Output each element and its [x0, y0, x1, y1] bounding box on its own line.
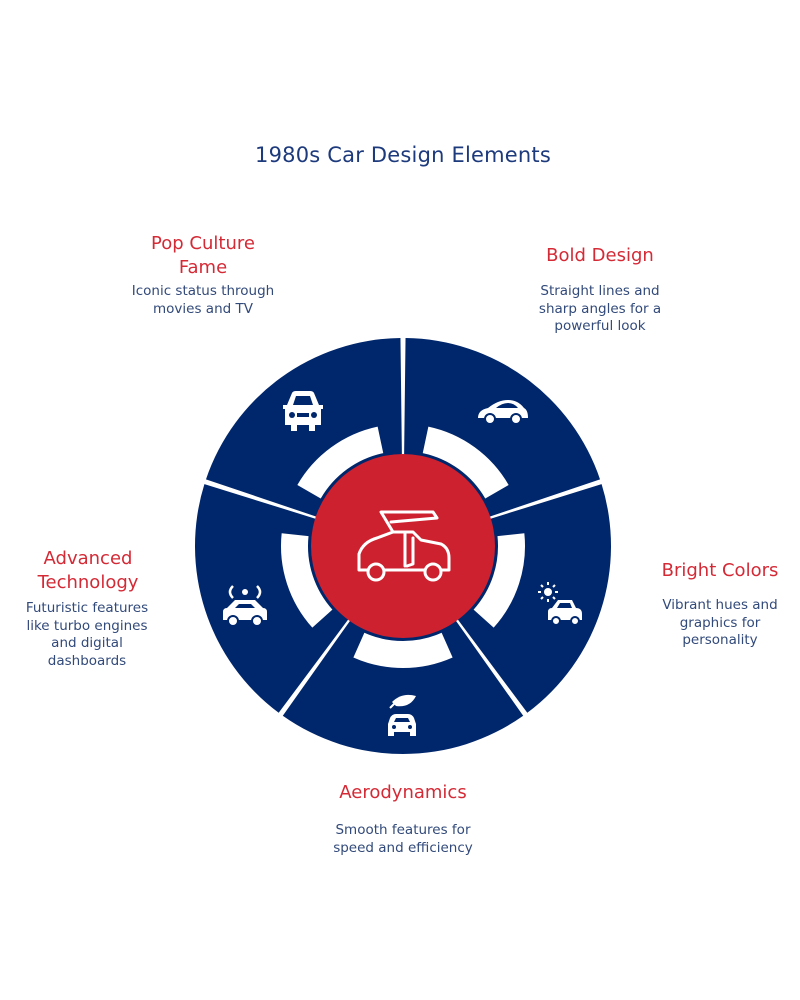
item-title-bright-colors: Bright Colors — [661, 560, 779, 581]
inner-arc-bold-design — [422, 426, 509, 499]
item-title-advanced-technology: Advanced Technology — [37, 548, 139, 593]
sports-car-icon — [478, 400, 528, 425]
item-title-bold-design: Bold Design — [546, 245, 654, 266]
item-title-pop-culture: Pop Culture Fame — [151, 233, 255, 278]
leaf-car-icon — [388, 694, 416, 736]
gull-wing-car-icon — [357, 510, 451, 582]
signal-car-icon — [223, 585, 267, 627]
item-desc-pop-culture: Iconic status through movies and TV — [131, 283, 275, 317]
item-desc-bright-colors: Vibrant hues and graphics for personalit… — [662, 597, 778, 648]
inner-arc-bright-colors — [473, 533, 525, 628]
inner-arc-aerodynamics — [353, 632, 453, 668]
inner-arc-pop-culture — [297, 426, 384, 499]
ring-segment-aerodynamics — [282, 617, 524, 754]
item-desc-advanced-technology: Futuristic features like turbo engines a… — [25, 600, 149, 669]
item-desc-bold-design: Straight lines and sharp angles for a po… — [538, 283, 662, 334]
car-front-icon — [283, 391, 323, 431]
inner-arcs — [281, 426, 525, 668]
item-desc-aerodynamics: Smooth features for speed and efficiency — [333, 822, 473, 856]
inner-arc-advanced-technology — [281, 533, 333, 628]
diagram-title: 1980s Car Design Elements — [255, 143, 551, 167]
sun-car-icon — [538, 582, 582, 626]
center-circle — [311, 454, 495, 638]
item-title-aerodynamics: Aerodynamics — [339, 782, 467, 803]
